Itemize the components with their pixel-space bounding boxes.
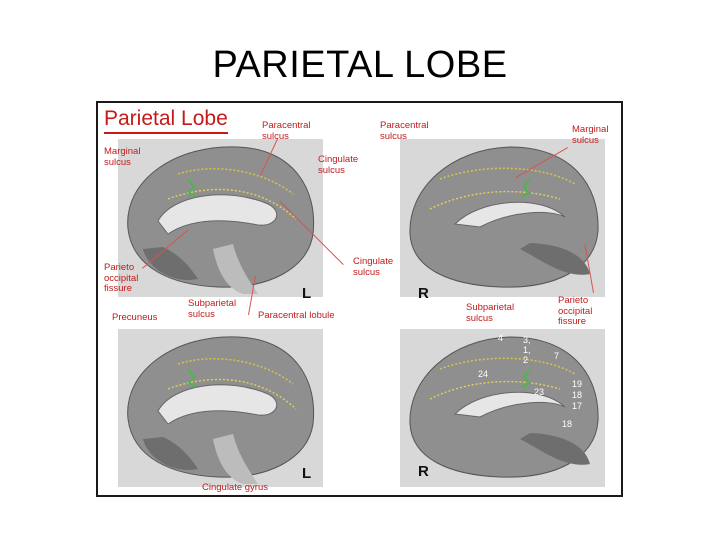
area-number: 7 [554, 351, 560, 361]
label-subparietal-right: Subparietal sulcus [466, 302, 515, 324]
label-paracentral-sulcus-left: Paracentral sulcus [262, 120, 311, 142]
side-marker-bottom-left: L [302, 465, 312, 482]
side-marker-bottom-right: R [418, 463, 429, 480]
area-number: 19 18 17 [572, 379, 583, 411]
label-parieto-occipital-left: Parieto occipital fissure [104, 262, 139, 294]
label-paracentral-lobule: Paracentral lobule [258, 310, 335, 321]
side-marker-top-right: R [418, 285, 429, 302]
brain-image-bottom-left [118, 329, 323, 487]
area-number: 23 [534, 387, 545, 397]
side-marker-top-left: L [302, 285, 312, 302]
area-number: 18 [562, 419, 573, 429]
brain-image-top-right [400, 139, 605, 297]
figure-title: Parietal Lobe [104, 107, 228, 134]
brain-figure: Parietal Lobe [96, 101, 623, 497]
label-marginal-sulcus-left: Marginal sulcus [104, 146, 141, 168]
area-number: 3, 1, 2 [523, 335, 531, 365]
label-cingulate-sulcus-top: Cingulate sulcus [318, 154, 359, 176]
label-precuneus: Precuneus [112, 312, 158, 323]
label-parieto-occipital-right: Parieto occipital fissure [558, 295, 593, 327]
area-number: 24 [478, 369, 489, 379]
label-subparietal-left: Subparietal sulcus [188, 298, 237, 320]
label-paracentral-sulcus-right: Paracentral sulcus [380, 120, 429, 142]
brain-image-top-left [118, 139, 323, 297]
slide-title: PARIETAL LOBE [212, 44, 508, 86]
label-marginal-sulcus-right: Marginal sulcus [572, 124, 609, 146]
brain-image-bottom-right [400, 329, 605, 487]
label-cingulate-gyrus: Cingulate gyrus [202, 482, 269, 493]
label-cingulate-sulcus-mid: Cingulate sulcus [353, 256, 394, 278]
area-number: 4 [498, 333, 504, 343]
